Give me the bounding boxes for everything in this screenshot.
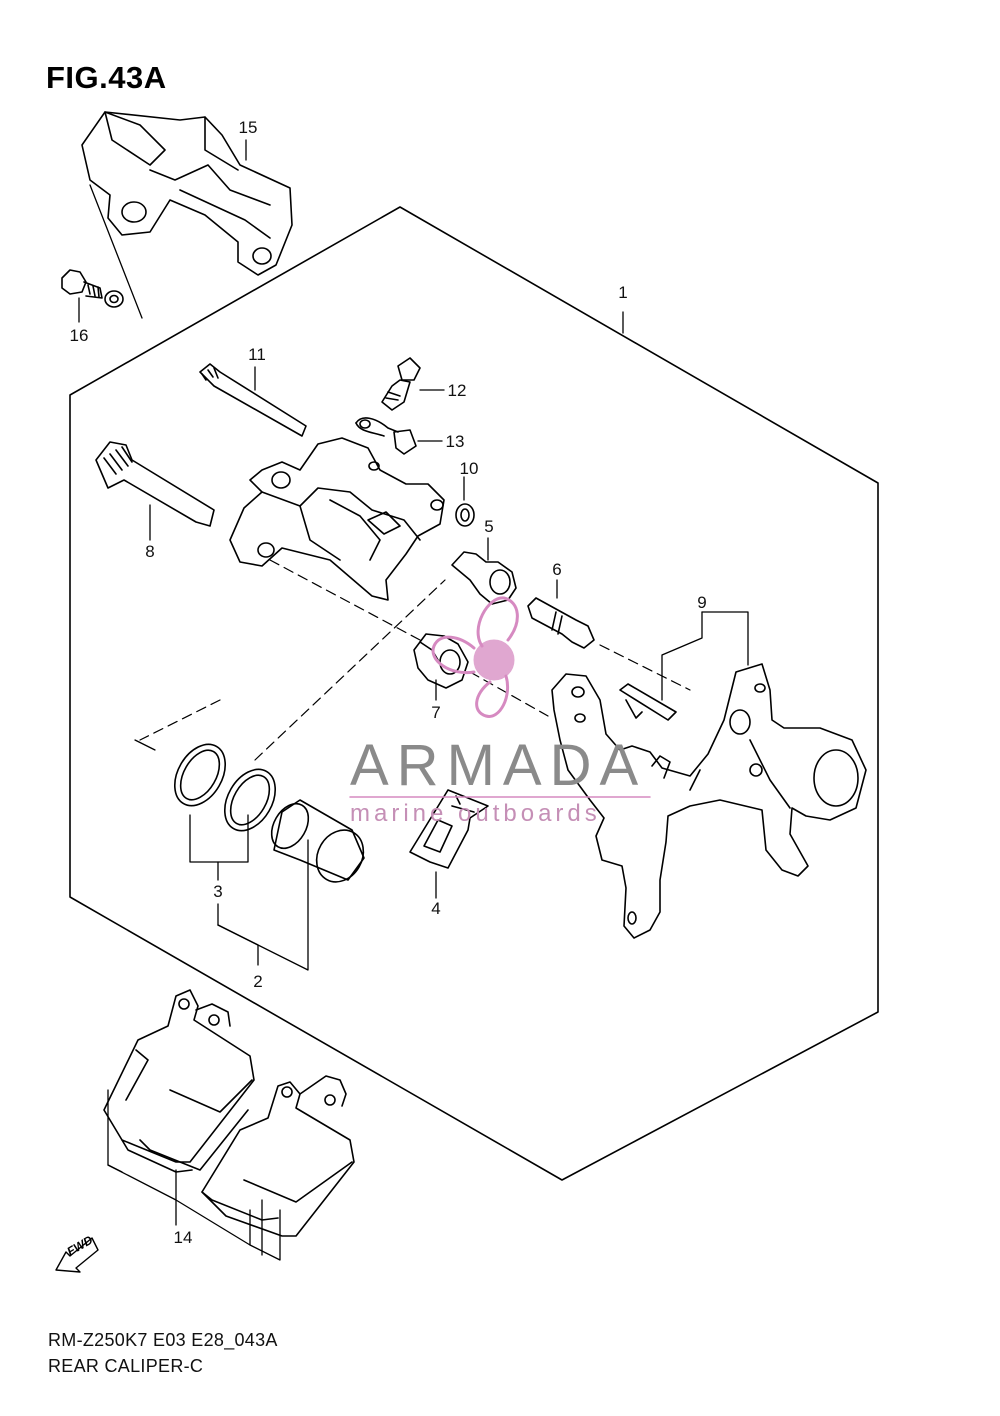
callout-12: 12 [447,381,467,400]
piston-part-2 [270,799,365,883]
callout-3: 3 [213,882,223,901]
callout-10: 10 [459,459,479,478]
model-code: RM-Z250K7 E03 E28_043A [48,1330,278,1350]
bleeder-valve-part-12 [381,357,421,411]
caliper-bracket-part-15 [81,111,293,276]
callout-5: 5 [484,517,494,536]
alignment-lines [139,559,691,761]
pin-part-11 [199,363,307,437]
callout-15: 15 [238,118,258,137]
caliper-body [229,437,445,601]
caliper-holder-part-9 [551,663,867,939]
bolt-part-6 [527,597,595,649]
callout-13: 13 [445,432,465,451]
callout-14: 14 [173,1228,193,1247]
sleeve-part-5 [451,551,517,605]
callout-1: 1 [618,283,628,302]
boot-part-7 [413,633,469,689]
pin-part-8 [95,441,215,527]
diagram-caption: REAR CALIPER-C [48,1356,204,1376]
leader-lines [78,139,749,1261]
callout-11: 11 [248,345,266,364]
callout-2: 2 [253,972,263,991]
watermark-tagline: marine outboards [350,800,601,827]
watermark-brand: ARMADA [350,733,647,798]
piston-seals-part-3 [173,743,277,832]
callout-7: 7 [431,703,441,722]
callout-6: 6 [552,560,562,579]
figure-title: FIG.43A [46,60,167,95]
bolt-part-16 [61,269,124,308]
forward-direction-arrow [55,1237,99,1273]
callout-8: 8 [145,542,155,561]
watermark-propeller-logo [431,596,519,718]
assembly-outline [69,206,879,1181]
brake-pads-part-14 [103,989,355,1237]
bleeder-cap-part-13 [355,417,417,455]
fwd-label-svg: FWD [65,1233,96,1259]
washer-part-10 [455,503,475,527]
callout-9: 9 [697,593,707,612]
callout-4: 4 [431,899,441,918]
callout-16: 16 [69,326,89,345]
fwd-label: FWD [65,1233,96,1259]
